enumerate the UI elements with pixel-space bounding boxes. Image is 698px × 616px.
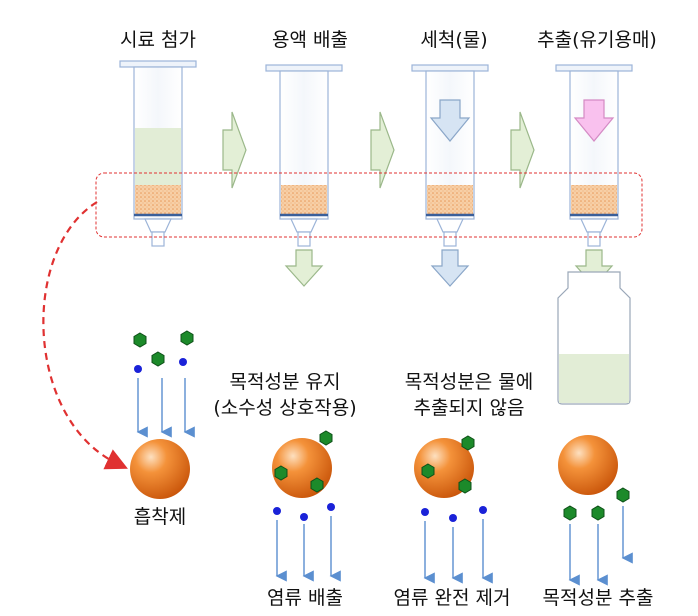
- step-arrows: [222, 111, 535, 189]
- stage3-note-line1: 목적성분은 물에: [404, 371, 534, 393]
- step4-title: 추출(유기용매): [537, 29, 657, 51]
- zoom-curve-arrow: [42, 201, 128, 470]
- result-1-label: 염류 배출: [267, 587, 343, 609]
- bottom-stage-2: [272, 430, 341, 582]
- analyte-hexagon: [133, 332, 147, 348]
- column-2-flange: [265, 64, 343, 72]
- salt-dot: [449, 514, 457, 522]
- analyte-hexagon: [274, 465, 288, 481]
- effluent-arrows: [284, 249, 614, 287]
- column-4-tip: [587, 231, 601, 247]
- salt-dot: [300, 513, 308, 521]
- analyte-hexagon: [458, 478, 472, 494]
- column-2-tip: [297, 231, 311, 247]
- analyte-hexagon: [421, 463, 435, 479]
- sorbent-sphere: [130, 439, 190, 499]
- column-2-packing: [281, 185, 327, 215]
- column-4: [555, 64, 633, 247]
- stage2-note-line1: 목적성분 유지: [229, 371, 341, 393]
- salt-dot: [179, 358, 187, 366]
- salt-dot: [421, 508, 429, 516]
- bottom-stage-4: [558, 435, 633, 586]
- result-3-label: 목적성분 추출: [542, 587, 654, 609]
- result-2-label: 염류 완전 제거: [393, 587, 511, 609]
- stage2-note-line2: (소수성 상호작용): [213, 397, 357, 419]
- bottom-stage-3: [414, 435, 493, 584]
- step3-title: 세척(물): [420, 29, 488, 51]
- column-3: [411, 64, 489, 247]
- salt-dot: [479, 506, 487, 514]
- sorbent-sphere: [558, 435, 618, 495]
- column-1-funnel: [144, 218, 172, 233]
- stage3-note-line2: 추출되지 않음: [413, 397, 525, 419]
- column-1-sample: [135, 128, 181, 185]
- water-down-arrow-icon: [429, 99, 471, 142]
- analyte-hexagon: [319, 430, 333, 446]
- salt-dot: [134, 365, 142, 373]
- analyte-hexagon: [151, 351, 165, 367]
- analyte-hexagon: [461, 435, 475, 451]
- solvent-down-arrow-icon: [573, 99, 615, 142]
- sorbent-highlight-box: [95, 172, 643, 238]
- column-1-tip: [151, 231, 165, 247]
- column-1-packing: [135, 185, 181, 215]
- column-3-packing: [427, 185, 473, 215]
- step-arrow-3-icon: [510, 111, 535, 189]
- analyte-hexagon: [310, 477, 324, 493]
- salt-dot: [327, 503, 335, 511]
- step-arrow-2-icon: [370, 111, 395, 189]
- sorbent-label: 흡착제: [133, 506, 187, 528]
- column-2-funnel: [290, 218, 318, 233]
- step2-title: 용액 배출: [272, 29, 348, 51]
- column-3-funnel: [436, 218, 464, 233]
- salt-dot: [273, 507, 281, 515]
- bottle-extract: [559, 354, 629, 403]
- column-4-funnel: [580, 218, 608, 233]
- drain-arrow-2-icon: [430, 249, 470, 287]
- collection-bottle: [557, 271, 631, 405]
- column-1: [119, 60, 197, 247]
- bottom-stage-1: [130, 330, 195, 499]
- step1-title: 시료 첨가: [120, 29, 196, 51]
- column-3-tip: [443, 231, 457, 247]
- column-3-flange: [411, 64, 489, 72]
- analyte-hexagon: [616, 487, 630, 503]
- step-arrow-1-icon: [222, 111, 247, 189]
- analyte-hexagon: [563, 505, 577, 521]
- column-2: [265, 64, 343, 247]
- analyte-hexagon: [591, 505, 605, 521]
- analyte-hexagon: [180, 330, 194, 346]
- column-4-flange: [555, 64, 633, 72]
- column-4-packing: [571, 185, 617, 215]
- drain-arrow-1-icon: [284, 249, 324, 287]
- column-1-flange: [119, 60, 197, 68]
